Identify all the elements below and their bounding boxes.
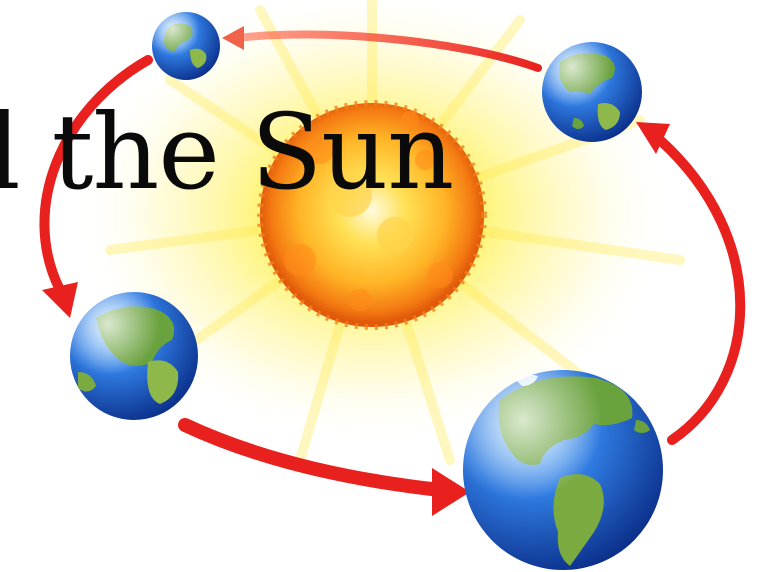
earth-globe-icon [70,292,198,420]
orbit-arrowhead-left [42,282,78,318]
earth-globe-icon [152,12,220,80]
earth-globe-icon [542,42,642,142]
slide-title: d the Sun [0,100,453,204]
earth-globe-icon [463,370,663,570]
orbit-arrow-right [660,140,740,440]
